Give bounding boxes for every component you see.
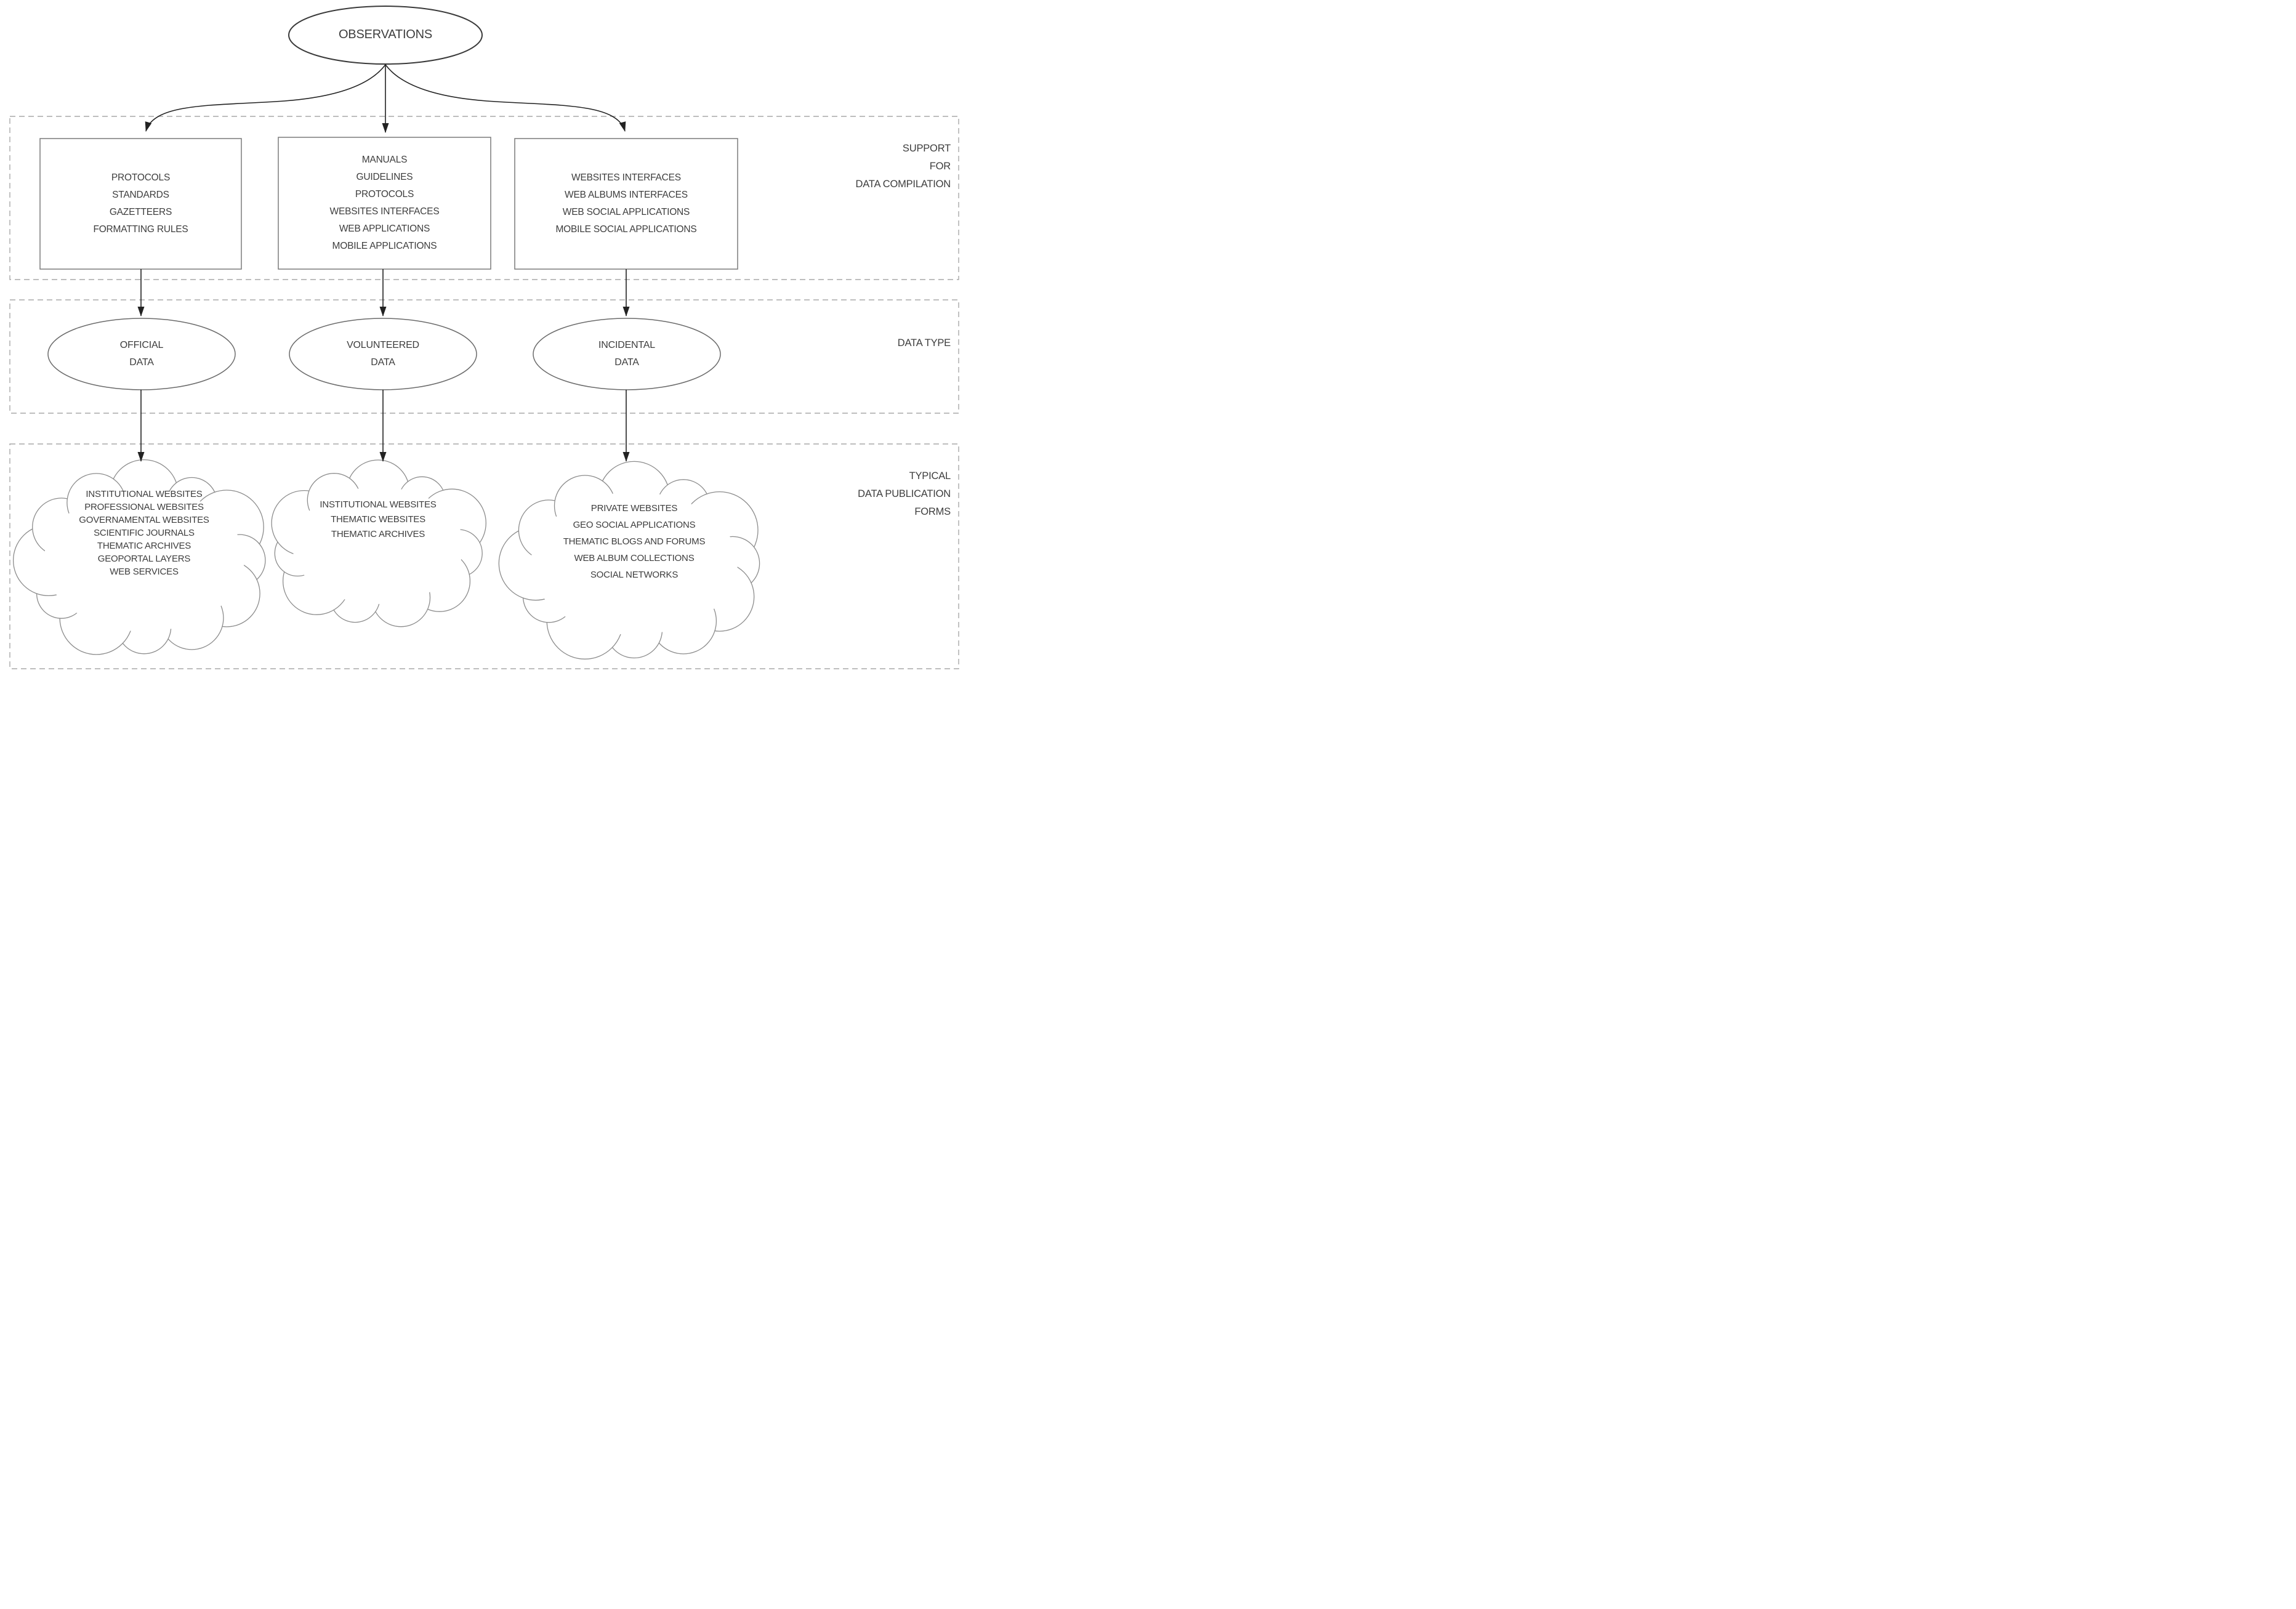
zone-support-for-data-compilation	[9, 116, 959, 280]
diagram-graphics	[9, 6, 959, 669]
official-support-list: PROTOCOLS STANDARDS GAZETTEERS FORMATTIN…	[93, 172, 188, 235]
official-data-label: OFFICIAL DATA	[119, 340, 164, 368]
observations-label: OBSERVATIONS	[338, 28, 433, 41]
cloud-official-publication-forms	[12, 459, 266, 655]
official-publication-forms-list: INSTITUTIONAL WEBSITES PROFESSIONAL WEBS…	[79, 489, 209, 577]
zone-label-data-type: DATA TYPE	[897, 337, 951, 349]
zone-label-typical-data-publication-forms: TYPICAL DATA PUBLICATION FORMS	[858, 470, 951, 517]
volunteered-publication-forms-list: INSTITUTIONAL WEBSITES THEMATIC WEBSITES…	[320, 499, 437, 539]
cloud-volunteered-publication-forms	[271, 459, 486, 627]
arrow-observations-to-official-support	[145, 64, 386, 132]
cloud-cover	[44, 489, 244, 632]
zone-data-type	[9, 299, 959, 414]
volunteered-support-list: MANUALS GUIDELINES PROTOCOLS WEBSITES IN…	[329, 155, 440, 251]
incidental-support-box	[514, 138, 738, 270]
official-data-ellipse	[47, 318, 236, 390]
cloud-incidental-publication-forms	[498, 461, 760, 659]
observations-ellipse	[288, 6, 483, 65]
zone-label-support-for-data-compilation: SUPPORT FOR DATA COMPILATION	[855, 143, 951, 190]
diagram-canvas: OBSERVATIONS PROTOCOLS STANDARDS GAZETTE…	[0, 0, 965, 676]
zone-typical-data-publication-forms	[9, 443, 959, 669]
incidental-data-label: INCIDENTAL DATA	[598, 340, 655, 368]
cloud-cover	[292, 487, 464, 604]
arrow-observations-to-incidental-support	[385, 64, 626, 132]
incidental-data-ellipse	[533, 318, 721, 390]
volunteered-data-label: VOLUNTEERED DATA	[347, 340, 419, 368]
incidental-support-list: WEBSITES INTERFACES WEB ALBUMS INTERFACE…	[555, 172, 697, 235]
incidental-publication-forms-list: PRIVATE WEBSITES GEO SOCIAL APPLICATIONS…	[563, 503, 706, 580]
cloud-cover	[531, 492, 738, 635]
volunteered-support-box	[278, 137, 491, 270]
